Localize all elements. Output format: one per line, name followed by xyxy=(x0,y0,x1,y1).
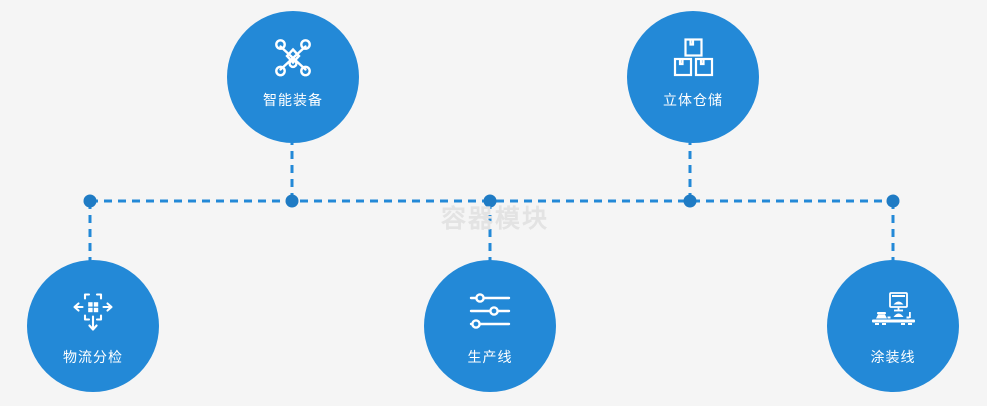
node-label: 立体仓储 xyxy=(663,92,723,108)
node-label: 智能装备 xyxy=(263,92,323,108)
node-label: 物流分检 xyxy=(63,349,123,365)
stacked-boxes-icon xyxy=(667,33,719,83)
node-tuzhuang-xian[interactable]: 涂装线 xyxy=(827,260,959,392)
joint-dot-3 xyxy=(483,194,497,208)
sorting-arrows-icon xyxy=(67,286,119,336)
node-label: 生产线 xyxy=(467,349,513,365)
joint-dot-1 xyxy=(83,194,97,208)
joint-dot-5 xyxy=(886,194,900,208)
node-label: 涂装线 xyxy=(870,349,916,365)
network-nodes-icon xyxy=(267,33,319,83)
factory-line-icon xyxy=(867,286,919,336)
node-wuliu-fenjian[interactable]: 物流分检 xyxy=(27,260,159,392)
node-zhineng-zhuangbei[interactable]: 智能装备 xyxy=(227,11,359,143)
node-liti-cangchu[interactable]: 立体仓储 xyxy=(627,11,759,143)
sliders-icon xyxy=(464,286,516,336)
joint-dot-2 xyxy=(285,194,299,208)
node-shengchan-xian[interactable]: 生产线 xyxy=(424,260,556,392)
joint-dot-4 xyxy=(683,194,697,208)
